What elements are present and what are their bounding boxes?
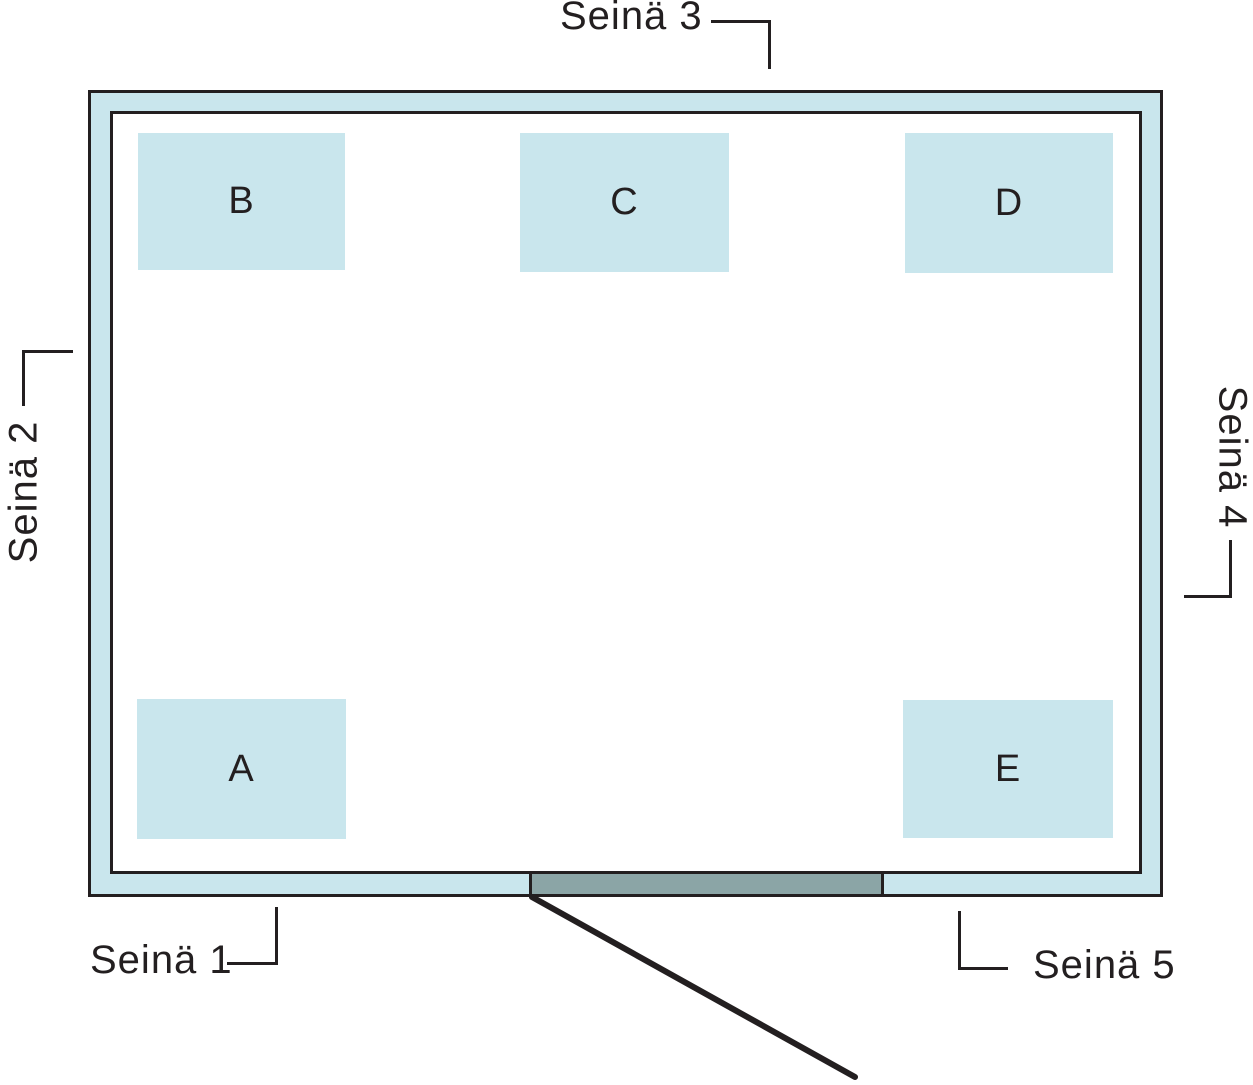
zone-e-label: E	[994, 747, 1022, 790]
wall-1-leader-vertical	[275, 907, 278, 965]
zone-a: A	[137, 699, 346, 839]
wall-3-leader-horizontal	[711, 20, 771, 23]
wall-label-seina-1: Seinä 1	[90, 938, 233, 982]
zone-e: E	[903, 700, 1113, 838]
zone-d: D	[905, 133, 1113, 273]
wall-2-leader-vertical	[22, 350, 25, 406]
wall-4-leader-horizontal	[1184, 595, 1232, 598]
zone-c-label: C	[610, 181, 639, 223]
zone-c: C	[520, 133, 729, 272]
zone-b-label: B	[228, 180, 255, 222]
wall-label-seina-3: Seinä 3	[560, 0, 703, 38]
wall-label-seina-2: Seinä 2	[1, 420, 46, 564]
wall-label-seina-5: Seinä 5	[1033, 943, 1176, 987]
zone-b: B	[138, 133, 345, 270]
wall-2-leader-horizontal	[22, 350, 73, 353]
wall-3-leader-vertical	[768, 20, 771, 69]
wall-1-leader-horizontal	[227, 962, 278, 965]
zone-a-label: A	[228, 747, 255, 790]
wall-4-leader-vertical	[1229, 540, 1232, 598]
door-opening	[529, 871, 884, 897]
wall-label-seina-4: Seinä 4	[1210, 385, 1253, 529]
wall-5-leader-vertical	[958, 911, 961, 970]
door-swing-line	[529, 894, 858, 1080]
zone-d-label: D	[994, 181, 1024, 224]
wall-5-leader-horizontal	[958, 967, 1008, 970]
